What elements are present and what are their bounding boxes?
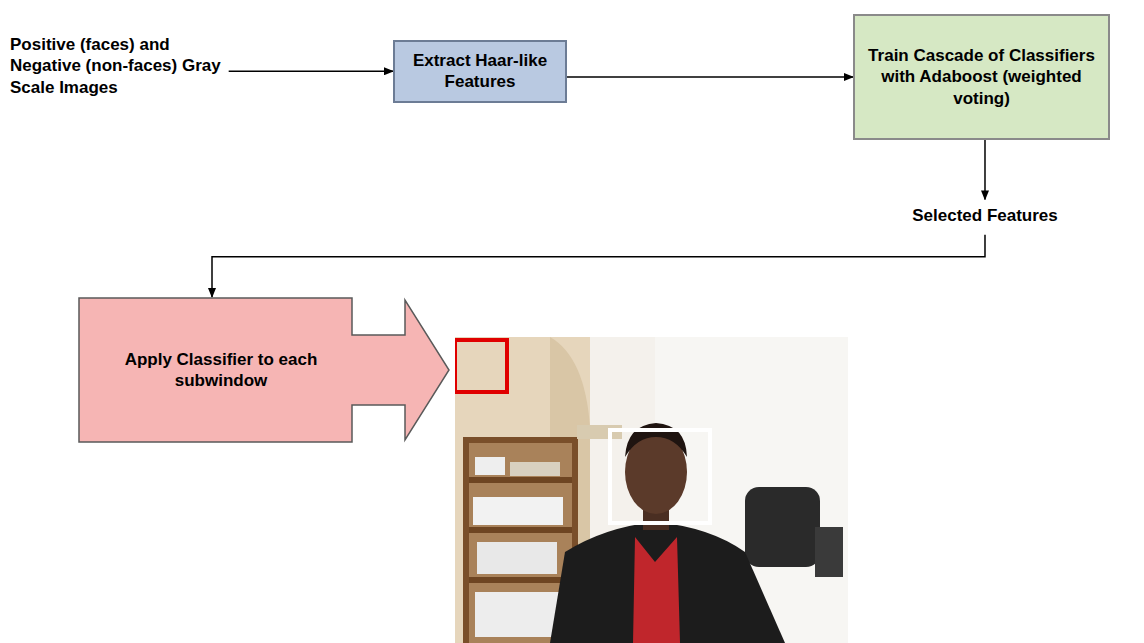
flow-arrow (229, 71, 393, 73)
flow-arrow (567, 76, 853, 78)
process-box: Train Cascade of Classifiers with Adaboo… (853, 14, 1110, 140)
node-text: Apply Classifier to each subwindow (90, 349, 352, 392)
node-text: Positive (faces) and Negative (non-faces… (10, 34, 235, 98)
process-box: Extract Haar-like Features (393, 40, 567, 103)
arrow-outline (78, 297, 450, 443)
node-text: Extract Haar-like Features (405, 50, 555, 93)
photo-illustration (455, 337, 848, 643)
input-label: Positive (faces) and Negative (non-faces… (10, 30, 235, 102)
output-label: Selected Features (860, 203, 1110, 229)
arrow-box: Apply Classifier to each subwindow (78, 297, 450, 443)
node-text: Train Cascade of Classifiers with Adaboo… (865, 45, 1098, 109)
node-text: Selected Features (912, 205, 1058, 226)
flow-arrow (984, 140, 986, 199)
flow-arrow (212, 235, 985, 297)
arrow-polygon (79, 298, 449, 442)
